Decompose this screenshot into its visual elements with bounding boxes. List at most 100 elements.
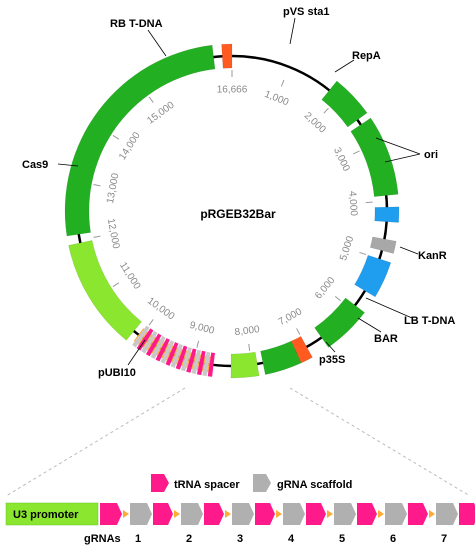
cassette-accent — [174, 510, 180, 518]
grna-array-segment — [155, 338, 170, 362]
grna-array-segment — [180, 347, 192, 372]
cassette-trna-spacer — [100, 503, 122, 525]
label-lb-tdna: LB T-DNA — [404, 315, 455, 327]
grna-array-accent — [138, 331, 149, 345]
cassette-trna-spacer — [408, 503, 428, 525]
tick-mark — [334, 296, 341, 302]
tick-label: 15,000 — [145, 100, 177, 127]
cassette-accent — [123, 510, 129, 518]
tick-label: 16,666 — [217, 85, 248, 96]
grna-array-accent — [156, 341, 165, 356]
tick-mark — [112, 135, 120, 140]
tick-mark — [148, 96, 154, 103]
grna-scaffold-legend-swatch — [253, 474, 271, 492]
label-rb-tdna: RB T-DNA — [110, 18, 163, 30]
grna-array-segment — [145, 333, 162, 357]
grna-array-accent — [176, 349, 183, 365]
tick-label: 5,000 — [338, 234, 356, 262]
feature-arc-ori-grey — [369, 236, 397, 254]
trna-spacer-legend-swatch — [151, 474, 169, 492]
tick-label: 8,000 — [234, 324, 261, 338]
feature-arc-blue-block — [354, 254, 392, 298]
feature-arc-pvs-sta1 — [321, 80, 368, 128]
grna-number: 4 — [288, 533, 295, 545]
label-pubi10: pUBI10 — [98, 367, 136, 379]
cassette-accent — [276, 510, 282, 518]
tick-mark — [296, 328, 301, 335]
grna-array-segment — [150, 335, 166, 359]
grna-number: 2 — [186, 533, 192, 545]
label-repa: RepA — [352, 50, 381, 62]
grna-array-on-map — [132, 325, 215, 377]
feature-arc-rb-tdna — [221, 43, 233, 69]
feature-arc-ori — [374, 206, 400, 223]
grna-legend-label: gRNA scaffold — [277, 479, 352, 491]
tick-mark — [353, 150, 360, 155]
grna-number: 1 — [135, 533, 141, 545]
tick-label: 4,000 — [346, 191, 359, 217]
tick-label: 6,000 — [313, 275, 338, 302]
grna-array-accent — [207, 356, 211, 373]
tick-label: 9,000 — [188, 320, 215, 337]
feature-arc-repa — [350, 117, 399, 197]
grna-array-accent — [133, 328, 145, 342]
tick-label: 1,000 — [263, 89, 291, 109]
feature-arc-bar — [260, 340, 302, 375]
tick-label: 11,000 — [117, 260, 143, 291]
plasmid-name: pRGEB32Bar — [200, 207, 276, 221]
tick-mark — [359, 251, 367, 256]
tick-mark — [148, 319, 154, 326]
expansion-line-right — [289, 387, 471, 497]
tick-label: 14,000 — [117, 130, 143, 162]
grna-array-accent — [142, 333, 153, 348]
grna-numbers: 12345678 — [135, 533, 447, 545]
cassette-legend: tRNA spacer gRNA scaffold — [151, 474, 352, 492]
cassette-trna-spacer — [306, 503, 326, 525]
cassette-grna-scaffold — [232, 503, 254, 525]
tick-mark — [93, 235, 101, 238]
cassette-grna-scaffold — [283, 503, 305, 525]
grna-array-segment — [141, 331, 158, 354]
tick-label: 10,000 — [145, 296, 177, 323]
grna-array-segment — [196, 350, 206, 376]
grna-array-segment — [132, 325, 150, 348]
grna-cassette: U3 promoter gRNAs 12345678 — [5, 502, 475, 545]
cassette-trna-spacer — [204, 503, 224, 525]
grna-number: 7 — [441, 533, 447, 545]
cassette-accent — [225, 510, 231, 518]
grna-array-accent — [191, 353, 197, 370]
tick-mark — [112, 282, 120, 287]
tick-label: 2,000 — [302, 110, 328, 135]
grna-array-segment — [136, 328, 154, 351]
tick-label: 3,000 — [331, 146, 352, 174]
feature-arc-lb-tdna — [290, 335, 313, 364]
tick-mark — [323, 107, 329, 114]
label-kanr: KanR — [418, 250, 447, 262]
cassette-trna-spacer — [153, 503, 173, 525]
grna-number: 6 — [390, 533, 396, 545]
grna-array-segment — [175, 345, 188, 370]
grna-array-segment — [160, 340, 175, 364]
grna-number: 3 — [237, 533, 243, 545]
tick-label: 7,000 — [277, 306, 305, 328]
label-bar: BAR — [374, 333, 398, 345]
feature-layer — [64, 43, 400, 379]
cassette-grna-scaffold — [334, 503, 356, 525]
label-p35s: p35S — [319, 354, 345, 366]
cassette-accent — [327, 510, 333, 518]
tick-mark — [248, 343, 251, 351]
grna-array-segment — [207, 352, 215, 377]
grna-number: 5 — [339, 533, 345, 545]
tick-mark — [280, 79, 285, 87]
tick-mark — [196, 340, 200, 348]
cassette-trna-spacer — [357, 503, 377, 525]
cassette-units — [100, 503, 475, 525]
grna-array-accent — [161, 343, 170, 359]
feature-arc-pubi10 — [68, 240, 142, 341]
feature-labels — [57, 17, 421, 366]
cassette-grna-scaffold — [181, 503, 203, 525]
grna-array-accent — [171, 347, 178, 363]
cassette-accent — [378, 510, 384, 518]
grnas-label: gRNAs — [84, 533, 121, 545]
